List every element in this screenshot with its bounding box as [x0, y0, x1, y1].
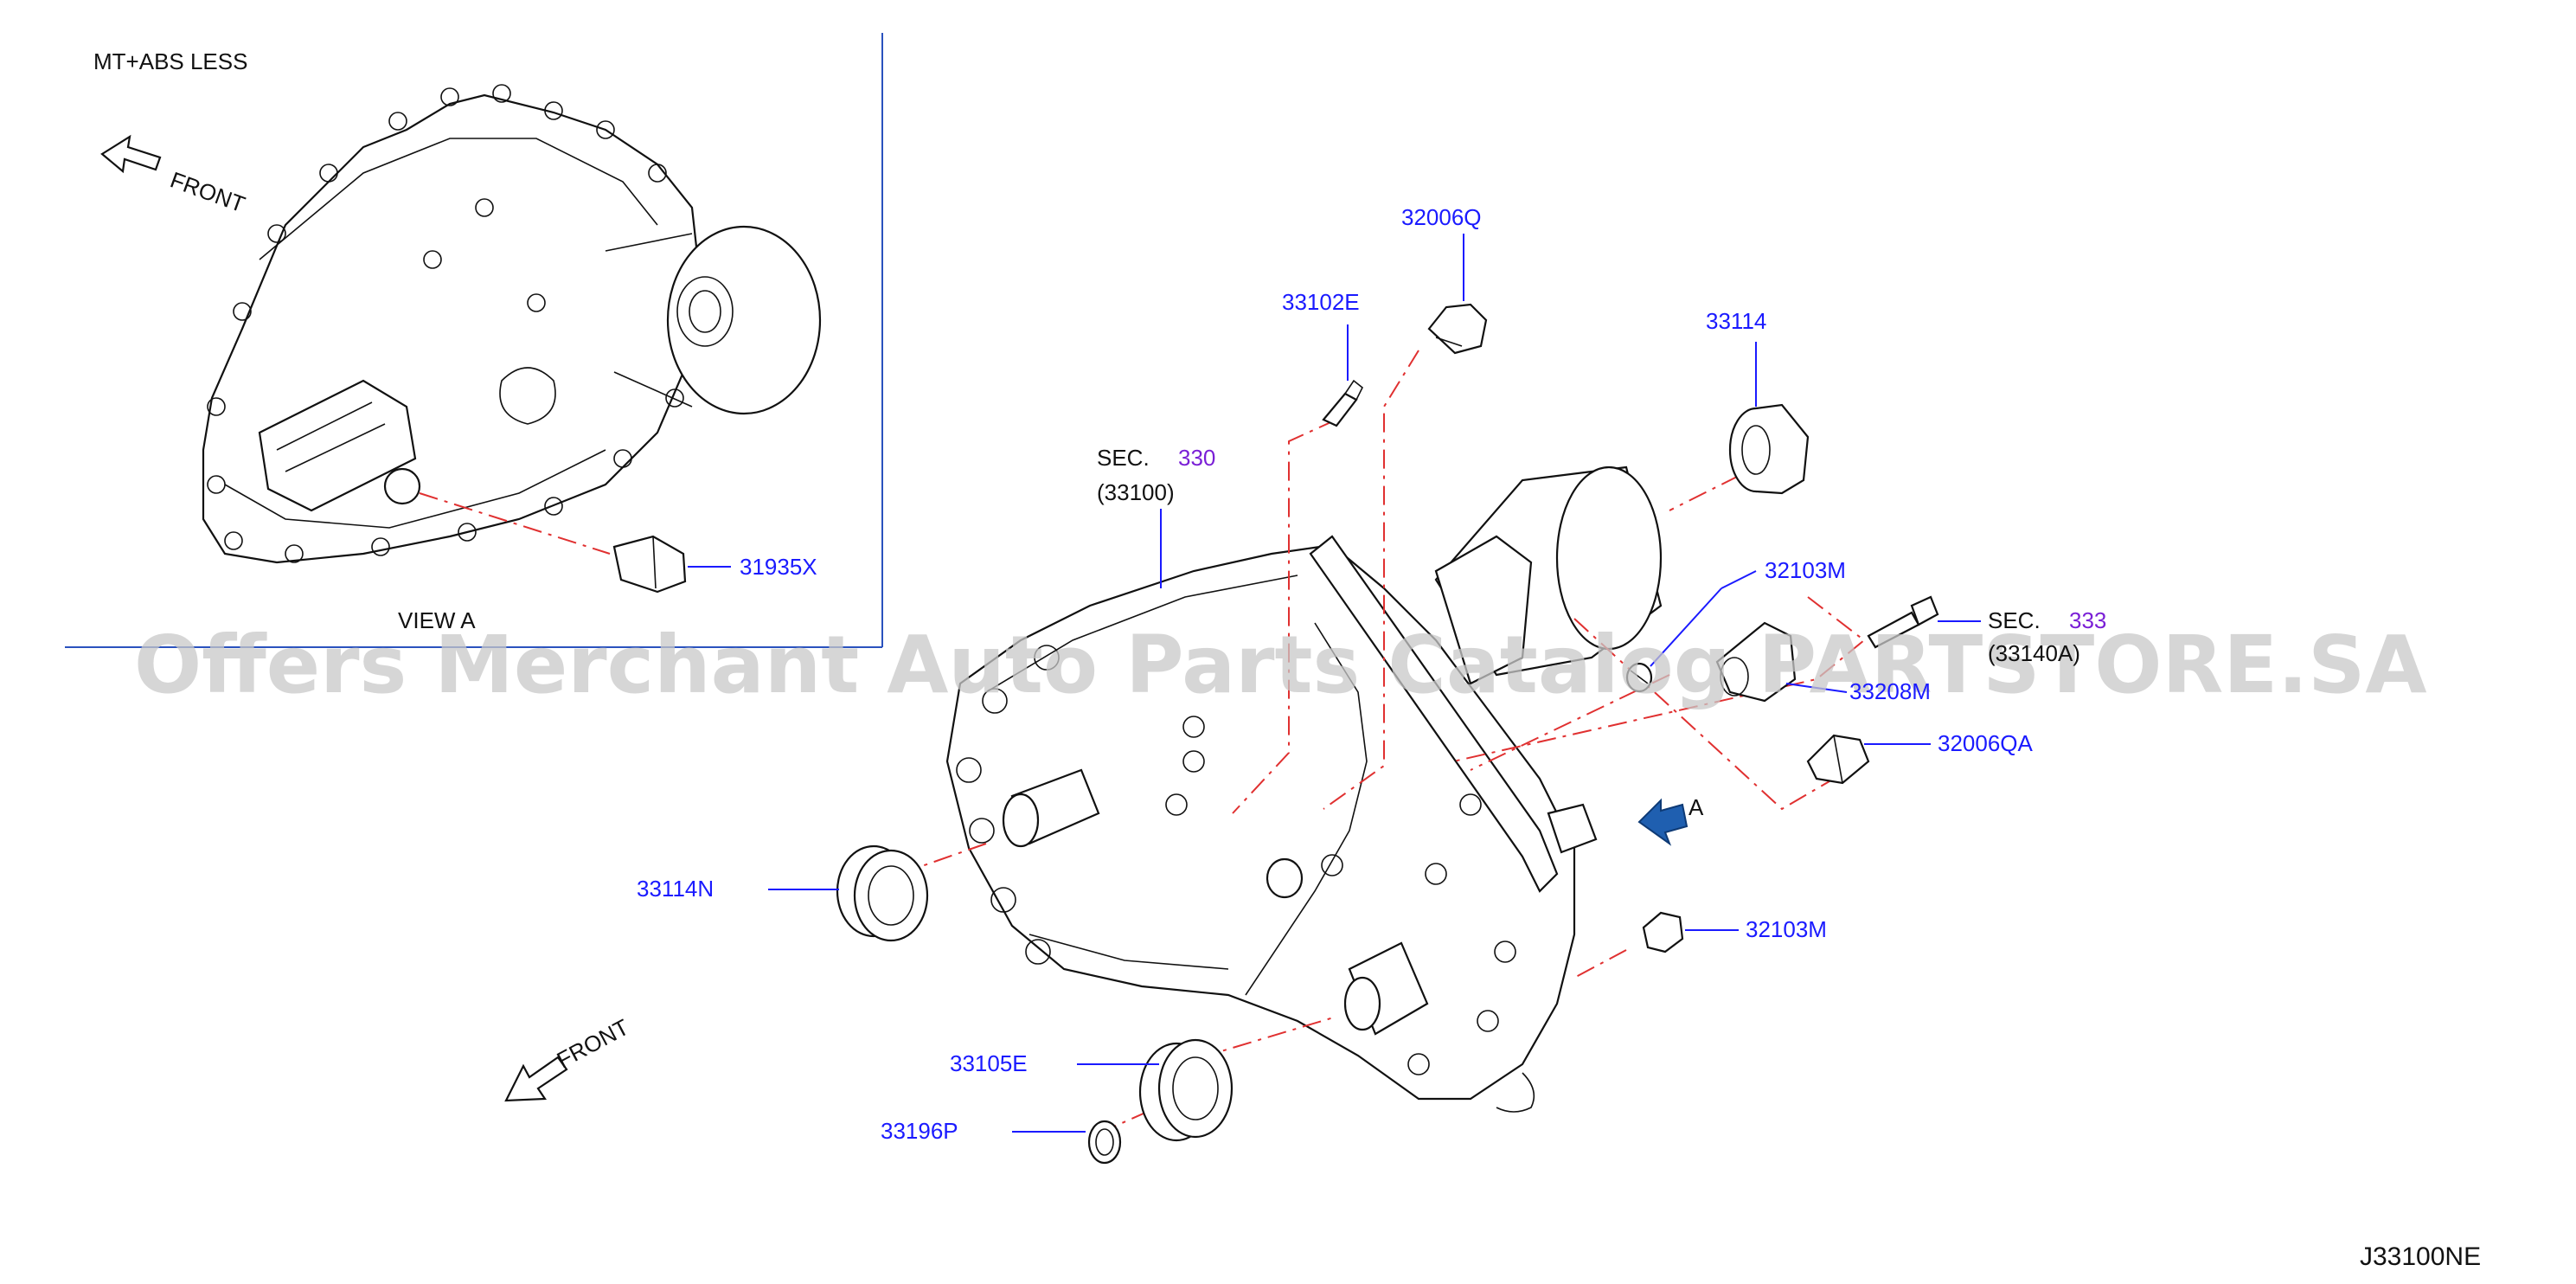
pin-33102E-icon[interactable] [1322, 379, 1364, 427]
plug-32103M-top-icon[interactable] [1625, 662, 1653, 693]
sec330-prefix: SEC. [1097, 445, 1150, 471]
inset-front-arrow-icon [100, 134, 162, 174]
inset-front-label: FRONT [167, 166, 249, 217]
leader-32103M-top-b [1721, 570, 1757, 589]
view-a-arrow-icon [1637, 798, 1688, 846]
main-front-arrow-icon [504, 1056, 568, 1102]
sec333-reference: (33140A) [1988, 640, 2080, 666]
seal-33114N-icon[interactable] [836, 844, 929, 942]
part-number-32006Q[interactable]: 32006Q [1401, 204, 1482, 230]
main-transfer-case-drawing [945, 465, 1663, 1113]
part-number-33114[interactable]: 33114 [1706, 308, 1766, 334]
view-a-arrow-label: A [1688, 794, 1704, 820]
part-number-33114N[interactable]: 33114N [637, 876, 714, 902]
sec330-number[interactable]: 330 [1178, 445, 1215, 471]
inset-output-housing [666, 225, 822, 415]
inset-dash-leader [419, 492, 611, 555]
sensor-31935X-icon[interactable] [612, 535, 687, 594]
part-number-32103M-bottom[interactable]: 32103M [1746, 916, 1827, 942]
leader-33208M [1785, 683, 1848, 693]
part-number-33102E[interactable]: 33102E [1282, 289, 1360, 315]
seal-33105E-icon[interactable] [1138, 1038, 1234, 1142]
leader-32103M-top [1650, 587, 1722, 667]
part-number-32006QA[interactable]: 32006QA [1938, 730, 2034, 756]
part-number-32103M-top[interactable]: 32103M [1765, 557, 1846, 583]
inset-transfer-case-drawing [202, 84, 822, 564]
bolt-sec333-icon[interactable] [1867, 595, 1939, 649]
inset-view-label: VIEW A [398, 607, 476, 633]
seal-33114-icon[interactable] [1728, 403, 1810, 495]
oring-33196P-icon[interactable] [1087, 1120, 1122, 1165]
part-number-33105E[interactable]: 33105E [950, 1050, 1028, 1076]
part-number-33196P[interactable]: 33196P [881, 1118, 958, 1144]
inset-sensor-port [383, 467, 421, 505]
part-number-31935X[interactable]: 31935X [740, 554, 817, 580]
part-number-33208M[interactable]: 33208M [1849, 678, 1931, 704]
sec333-prefix: SEC. [1988, 607, 2041, 633]
watermark: Offers Merchant Auto Parts Catalog PARTS… [134, 619, 2427, 711]
sec330-reference: (33100) [1097, 479, 1175, 505]
switch-32006QA-icon[interactable] [1806, 734, 1870, 785]
diagram-code: J33100NE [2360, 1242, 2481, 1271]
main-front-label: FRONT [553, 1014, 633, 1074]
plug-32103M-bottom-icon[interactable] [1642, 911, 1684, 953]
actuator-33208M-icon[interactable] [1715, 621, 1797, 703]
inset-title: MT+ABS LESS [93, 48, 247, 74]
switch-32006Q-icon[interactable] [1427, 303, 1488, 355]
sec333-number[interactable]: 333 [2069, 607, 2106, 633]
